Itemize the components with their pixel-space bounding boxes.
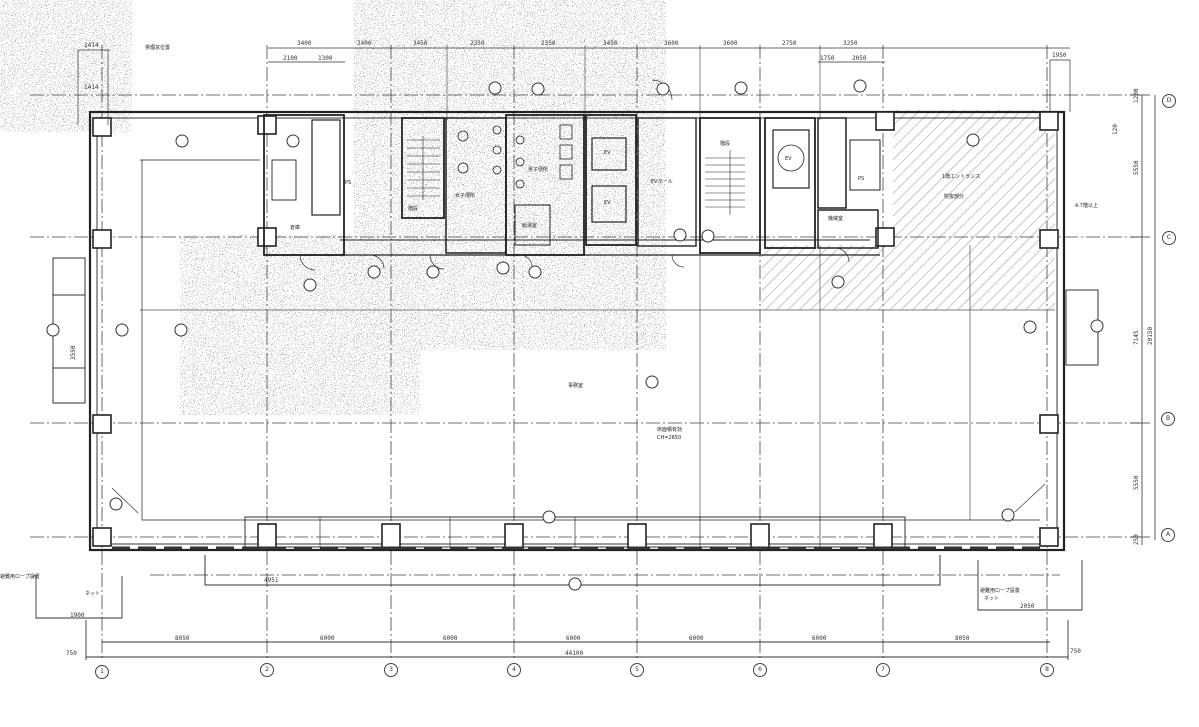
dim-right-2: 5550 (1133, 160, 1140, 175)
dim-right-total: 20150 (1147, 326, 1154, 345)
dim-bottom-edge-left: 750 (66, 650, 77, 657)
dim-top-left-1: 1414 (84, 42, 99, 49)
grid-label-x6: 6 (753, 663, 767, 677)
exterior-walls (88, 110, 1066, 552)
note-bottom-right-2: ネット (984, 596, 1000, 602)
room-label-ev-2: EV (604, 200, 611, 206)
dim-top-left-2: 1414 (84, 84, 99, 91)
dim-top-9: 2750 (782, 40, 797, 47)
dim-bottom-6: 6000 (812, 635, 827, 642)
dimension-lines-top (77, 47, 1071, 125)
dim-bottom-total: 44100 (565, 650, 584, 657)
room-label-ev-3: EV (785, 156, 792, 162)
grid-label-x2: 2 (260, 663, 274, 677)
dim-left-span: 3550 (70, 345, 77, 360)
dim-top-sub-3: 1750 (820, 55, 835, 62)
room-label-ev-1: EV (604, 150, 611, 156)
dim-bottom-5: 6000 (689, 635, 704, 642)
dim-bottom-4: 6000 (566, 635, 581, 642)
room-label-ps-east: PS (858, 176, 865, 182)
note-top-left: 排煙窓位置 (145, 45, 171, 51)
grid-label-x1: 1 (95, 665, 109, 679)
dim-top-right: 1950 (1052, 52, 1067, 59)
structural-columns (92, 111, 1059, 549)
room-label-stairs-west: 階段 (408, 206, 419, 212)
note-center-room: 事務室 (568, 383, 584, 389)
grid-label-x8: 8 (1040, 663, 1054, 677)
grid-label-x7: 7 (876, 663, 890, 677)
grid-label-yA: A (1161, 528, 1175, 542)
dim-top-2: 2400 (357, 40, 372, 47)
hatched-atrium (762, 110, 1055, 310)
dim-top-6: 3450 (603, 40, 618, 47)
column-grid-lines (30, 45, 1140, 660)
dim-right-5: 250 (1133, 534, 1140, 545)
note-bottom-left-1: 避難用ロープ設置 (0, 574, 40, 580)
room-label-ps-west: PS (345, 180, 352, 186)
dim-bottom-3: 6000 (443, 635, 458, 642)
equipment-markers (46, 79, 1104, 591)
note-bottom-right-1: 避難用ロープ設置 (980, 588, 1020, 594)
note-center-area: 床面積有効 (657, 427, 683, 433)
room-label-ev-hall: EVホール (651, 179, 673, 185)
note-hatched-1: 1階エントランス (942, 174, 981, 180)
dim-top-5: 2350 (541, 40, 556, 47)
room-label-kitchenette: 給湯室 (522, 223, 538, 229)
room-label-mens-wc: 男子便所 (528, 167, 549, 173)
dim-bottom-2: 6000 (320, 635, 335, 642)
dim-top-4: 2350 (470, 40, 485, 47)
dim-top-10: 3250 (843, 40, 858, 47)
service-core (263, 114, 881, 256)
grid-label-yC: C (1162, 231, 1176, 245)
dim-bottom-7: 8050 (955, 635, 970, 642)
dim-top-3: 3450 (413, 40, 428, 47)
dim-top-7: 3600 (664, 40, 679, 47)
dim-bottom-1: 8050 (175, 635, 190, 642)
dim-right-1: 1200 (1133, 88, 1140, 103)
room-label-womens-wc: 女子便所 (455, 193, 476, 199)
dim-right-top: 120 (1112, 124, 1119, 135)
dim-bottom-tag: 4951 (264, 577, 279, 584)
note-hatched-2: 吹抜部分 (944, 194, 965, 200)
dim-bottom-edge-right: 750 (1070, 648, 1081, 655)
dim-top-1: 3400 (297, 40, 312, 47)
dim-bottom-left-box: 1900 (70, 612, 85, 619)
dim-right-4: 5550 (1133, 475, 1140, 490)
dimension-lines-right (1130, 94, 1156, 545)
dim-top-sub-4: 2050 (852, 55, 867, 62)
room-label-stairs-east: 階段 (720, 141, 731, 147)
grid-label-x3: 3 (384, 663, 398, 677)
note-bottom-left-2: ネット (85, 591, 101, 597)
room-label-storage: 倉庫 (290, 225, 301, 231)
grid-label-x4: 4 (507, 663, 521, 677)
dimension-lines-bottom (33, 560, 1083, 660)
secondary-lines (140, 45, 1055, 520)
grid-label-yB: B (1161, 412, 1175, 426)
room-label-machine-room: 機械室 (828, 216, 844, 222)
note-center-ceiling: CH=2650 (657, 435, 682, 441)
grid-label-yD: D (1162, 94, 1176, 108)
note-right-side: 4.7階以上 (1075, 203, 1098, 209)
dim-top-sub-1: 2100 (283, 55, 298, 62)
dim-top-sub-2: 1300 (318, 55, 333, 62)
grid-label-x5: 5 (630, 663, 644, 677)
dim-right-3: 7145 (1133, 330, 1140, 345)
dim-bottom-right-box: 2050 (1020, 603, 1035, 610)
dim-top-8: 3600 (723, 40, 738, 47)
